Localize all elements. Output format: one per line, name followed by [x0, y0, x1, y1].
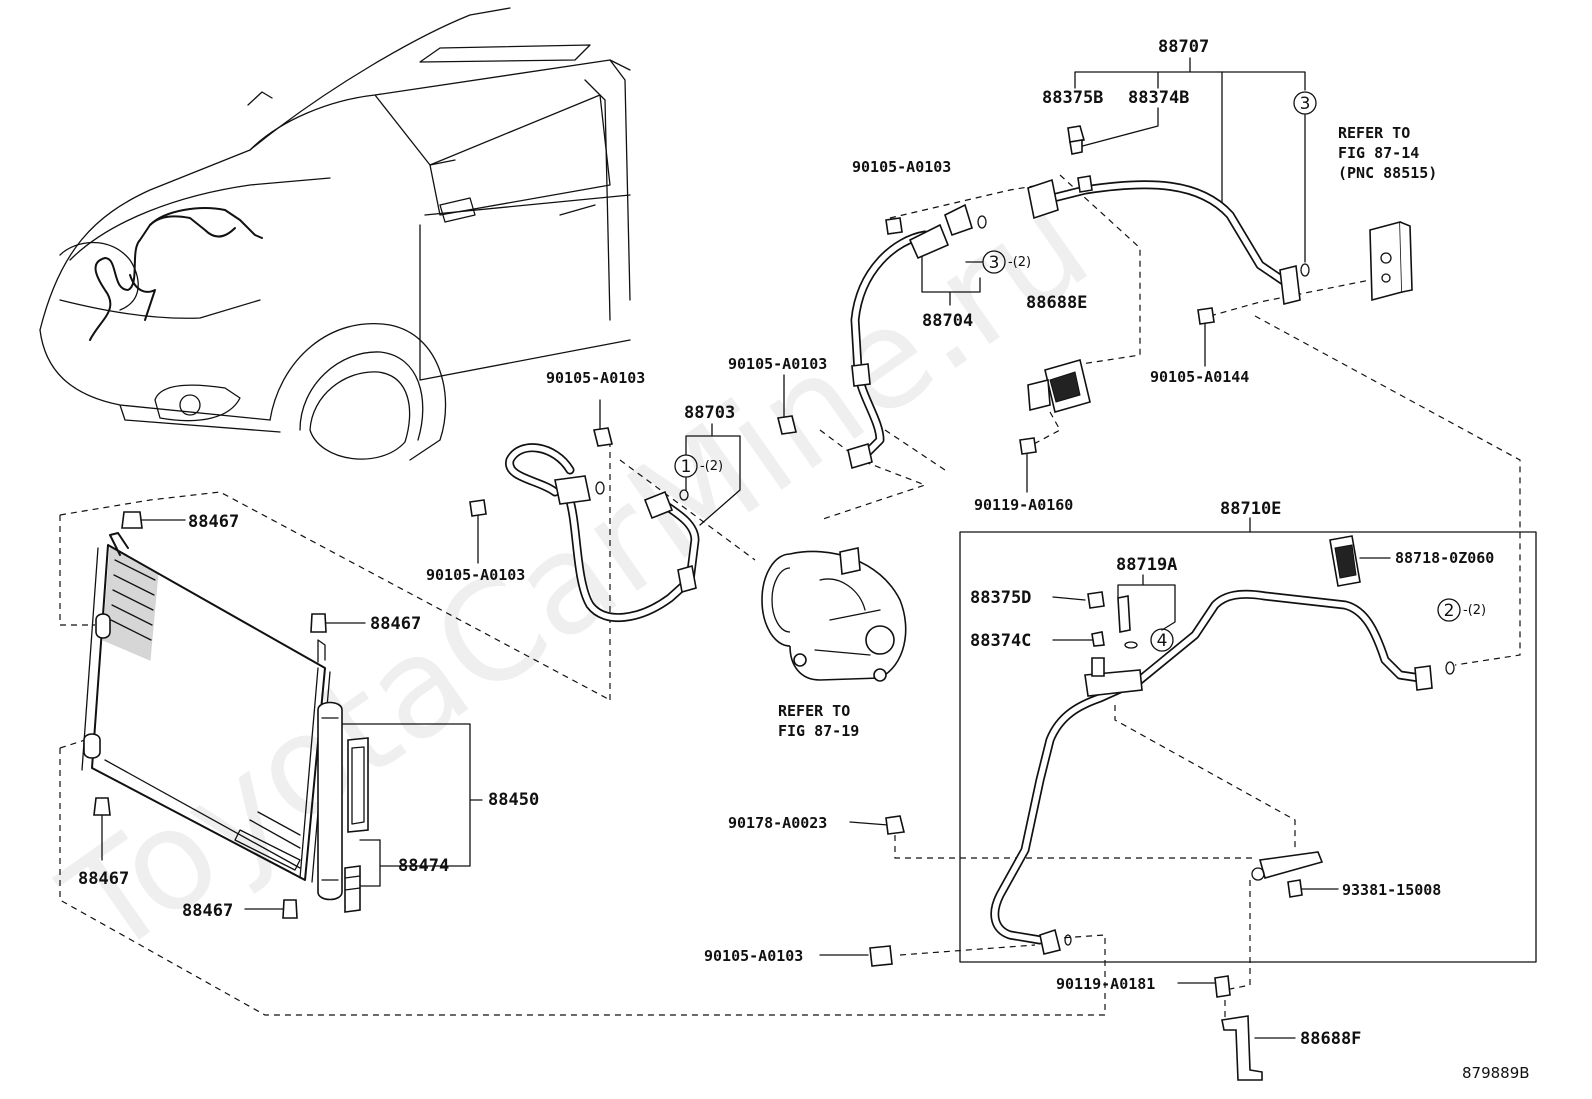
label-bolt-bottom: 90105-A0103: [704, 947, 803, 965]
refer-88515-line1: REFER TO: [1338, 124, 1410, 142]
liquid-pipe-88710E: [990, 535, 1455, 955]
label-88375B: 88375B: [1042, 88, 1103, 108]
label-nut-0023: 90178-A0023: [728, 814, 827, 832]
label-bolt-left-bottom: 90105-A0103: [426, 566, 525, 584]
label-bolt-0160: 90119-A0160: [974, 496, 1073, 514]
label-88703: 88703: [684, 403, 735, 423]
callout-2-qty: -(2): [1463, 603, 1486, 618]
callout-1: 1: [681, 457, 692, 477]
label-88688E: 88688E: [1026, 293, 1087, 313]
label-88375D: 88375D: [970, 588, 1031, 608]
label-88718: 88718-0Z060: [1395, 549, 1494, 567]
callout-3: 3: [989, 253, 1000, 273]
callout-3-circle: [982, 250, 1006, 274]
figure-id: 879889B: [1462, 1064, 1530, 1082]
part-number-labels: 88707 88375B 88374B 90105-A0103 REFER TO…: [78, 37, 1530, 1082]
label-88450: 88450: [488, 790, 539, 810]
callout-4-circle: [1150, 628, 1174, 652]
expansion-valve: [1369, 220, 1413, 302]
callout-2-circle: [1437, 598, 1461, 622]
discharge-hose-88703: [505, 443, 700, 623]
condenser-assembly: [81, 511, 369, 919]
callout-1-circle: [674, 454, 698, 478]
refer-88515-line3: (PNC 88515): [1338, 164, 1437, 182]
callout-2: 2: [1444, 601, 1455, 621]
label-bolt-0181: 90119-A0181: [1056, 975, 1155, 993]
bracket-88688E: [1027, 359, 1091, 413]
label-88467-left: 88467: [78, 869, 129, 889]
label-bolt-top: 90105-A0103: [852, 158, 951, 176]
label-88467-top: 88467: [188, 512, 239, 532]
refer-compressor-line1: REFER TO: [778, 702, 850, 720]
leader-lines: [101, 57, 1537, 1039]
label-88704: 88704: [922, 311, 973, 331]
label-88467-bottom: 88467: [182, 901, 233, 921]
dashed-alignment-lines: [59, 174, 1521, 1020]
label-bolt-mid: 90105-A0103: [728, 355, 827, 373]
pipe-88707: [1027, 125, 1310, 305]
label-88688F: 88688F: [1300, 1029, 1361, 1049]
suction-hose-88704: [847, 203, 987, 470]
callout-3-top-circle: [1293, 91, 1317, 115]
callout-1-qty: -(2): [700, 459, 723, 474]
refer-88515-line2: FIG 87-14: [1338, 144, 1419, 162]
label-88467-right: 88467: [370, 614, 421, 634]
label-88474: 88474: [398, 856, 449, 876]
compressor: [761, 547, 907, 682]
vehicle-location-illustration: [39, 7, 631, 461]
refer-compressor-line2: FIG 87-19: [778, 722, 859, 740]
label-88710E: 88710E: [1220, 499, 1281, 519]
callout-4: 4: [1157, 631, 1168, 651]
label-bolt-0144: 90105-A0144: [1150, 368, 1249, 386]
label-88719A: 88719A: [1116, 555, 1177, 575]
callout-3-top: 3: [1300, 94, 1311, 114]
callout-3-qty: -(2): [1008, 255, 1031, 270]
fasteners: [469, 217, 1303, 998]
label-bolt-93381: 93381-15008: [1342, 881, 1441, 899]
label-88374C: 88374C: [970, 631, 1031, 651]
callout-circles: 1 -(2) 2 -(2) 3 3 -(2) 4: [674, 91, 1486, 652]
label-88374B: 88374B: [1128, 88, 1189, 108]
bracket-88688F: [1221, 851, 1324, 1081]
label-bolt-left-top: 90105-A0103: [546, 369, 645, 387]
label-88707: 88707: [1158, 37, 1209, 57]
